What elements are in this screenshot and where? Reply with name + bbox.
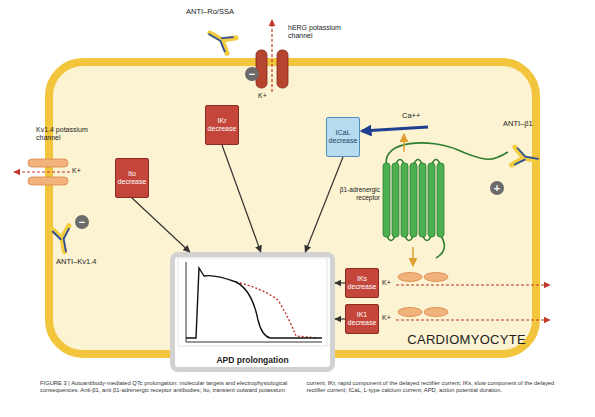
figure-caption: FIGURE 3 | Autoantibody-mediated QTc pro… — [40, 380, 555, 394]
action-potential — [186, 268, 322, 338]
potassium-flux — [14, 171, 70, 172]
channel-label: Kv1.4 potassium channel — [36, 126, 98, 142]
prolonged-action-potential — [236, 282, 318, 338]
potassium-flux — [271, 20, 272, 92]
receptor-helix — [419, 163, 426, 237]
node-text: IKs decrease — [346, 275, 378, 291]
current-box: IKr decrease — [205, 105, 239, 145]
sign-symbol: + — [490, 181, 504, 195]
plot-area — [178, 258, 327, 346]
ion-label: K+ — [382, 279, 398, 287]
sign-symbol: − — [245, 67, 259, 81]
ion-label: K+ — [72, 167, 92, 175]
effect-arrow — [335, 318, 345, 319]
effect-arrow — [132, 198, 190, 252]
receptor-helix — [437, 163, 444, 237]
node-text: CARDIOMYOCYTE — [407, 332, 526, 347]
sign-symbol: − — [75, 215, 89, 229]
receptor-helix — [383, 163, 390, 237]
cell-membrane: CARDIOMYOCYTE IKr decreaseICaL decreaseIt… — [45, 58, 540, 358]
ion-label: K+ — [382, 314, 398, 322]
effect-arrow — [335, 282, 345, 283]
receptor-terminus — [386, 143, 508, 165]
antibody-label: ANTI–Kv1.4 — [56, 258, 116, 266]
kv14-channel — [28, 177, 68, 185]
ion-label: Ca++ — [402, 112, 432, 120]
potassium-channel — [398, 273, 422, 282]
herg-channel — [277, 50, 288, 88]
receptor-helix — [410, 163, 417, 237]
anti-kv14-antibody — [51, 226, 73, 254]
signal-arrow — [403, 134, 405, 152]
antibody-label: ANTI–Ro/SSA — [186, 8, 266, 16]
potassium-channel — [424, 308, 448, 317]
apd-box: APD prolongation — [170, 252, 335, 372]
current-box: ICaL decrease — [326, 117, 360, 157]
receptor-loop — [387, 160, 445, 259]
activation-sign — [490, 181, 504, 195]
ion-label: K+ — [258, 92, 278, 100]
receptor-helix — [428, 163, 435, 237]
potassium-flux — [396, 319, 550, 320]
anti-ro-antibody — [205, 25, 236, 53]
kv14-channel — [28, 159, 68, 167]
current-box: Ito decrease — [115, 158, 149, 198]
potassium-flux — [396, 284, 550, 285]
anti-beta1-antibody — [512, 147, 540, 169]
effect-arrow — [305, 157, 343, 252]
receptor-helix — [401, 163, 408, 237]
signal-arrow — [412, 247, 414, 266]
inhibition-sign — [245, 67, 259, 81]
node-text: IKr decrease — [206, 117, 238, 133]
current-box: IK1 decrease — [345, 304, 379, 334]
node-text: Ito decrease — [116, 170, 148, 186]
plot-axes — [186, 262, 322, 342]
connector-layer — [132, 145, 345, 319]
node-text: ICaL decrease — [327, 129, 359, 145]
potassium-channel — [424, 273, 448, 282]
receptor-helix — [392, 163, 399, 237]
inhibition-sign — [75, 215, 89, 229]
node-text: APD prolongation — [216, 355, 288, 365]
current-box: IKs decrease — [345, 268, 379, 298]
herg-channel — [256, 50, 267, 88]
receptor-label: β1-adrenergic receptor — [332, 186, 380, 202]
calcium-flux — [362, 127, 428, 131]
channel-label: hERG potassium channel — [288, 24, 350, 40]
node-text: IK1 decrease — [346, 311, 378, 327]
effect-arrow — [222, 145, 261, 252]
antibody-label: ANTI–β1 — [503, 120, 553, 128]
potassium-channel — [398, 308, 422, 317]
